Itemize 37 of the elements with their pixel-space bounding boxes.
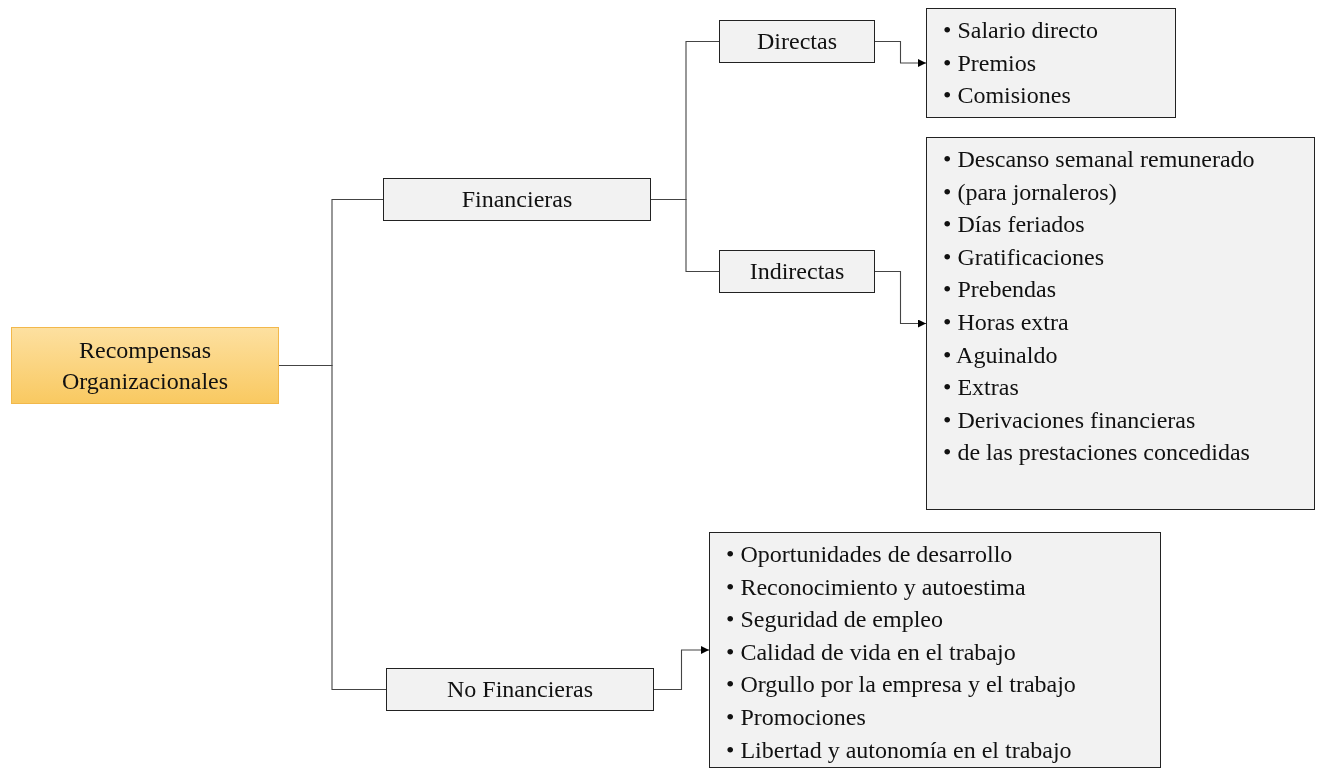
- arrow: [653, 646, 710, 691]
- list-item: • Aguinaldo: [943, 340, 1059, 370]
- box-label: Financieras: [461, 185, 573, 214]
- list-box: [926, 8, 1176, 118]
- list-item: • Oportunidades de desarrollo: [726, 540, 1014, 569]
- box-label: Indirectas: [749, 257, 845, 286]
- list-item: • Extras: [943, 373, 1020, 403]
- list-box: [709, 532, 1161, 768]
- arrow: [874, 270, 927, 328]
- list-item: • (para jornaleros): [943, 177, 1118, 207]
- list-item: • Seguridad de empleo: [726, 605, 944, 635]
- list-item: • Premios: [943, 48, 1038, 78]
- box-label: No Financieras: [447, 675, 593, 704]
- list-box: [926, 137, 1315, 510]
- list-item: • Días feriados: [943, 210, 1086, 240]
- list-item: • Orgullo por la empresa y el trabajo: [726, 670, 1077, 700]
- list-item: • de las prestaciones concedidas: [943, 438, 1251, 468]
- category-box: [383, 178, 651, 221]
- connector-line: [650, 198, 720, 273]
- box-label: Directas: [757, 27, 837, 56]
- list-item: • Libertad y autonomía en el trabajo: [726, 735, 1073, 765]
- list-item: • Promociones: [726, 702, 867, 732]
- category-box: [719, 250, 875, 293]
- category-box: [719, 20, 875, 63]
- list-item: • Reconocimiento y autoestima: [726, 572, 1027, 602]
- list-item: • Comisiones: [943, 81, 1072, 111]
- category-box: [386, 668, 654, 711]
- root-box: [11, 327, 279, 404]
- list-item: • Gratificaciones: [943, 242, 1105, 272]
- arrow: [874, 40, 927, 67]
- list-item: • Salario directo: [943, 16, 1099, 45]
- list-item: • Prebendas: [943, 275, 1058, 305]
- list-item: • Horas extra: [943, 307, 1070, 337]
- list-item: • Calidad de vida en el trabajo: [726, 637, 1017, 667]
- list-item: • Descanso semanal remunerado: [943, 145, 1256, 174]
- list-item: • Derivaciones financieras: [943, 405, 1197, 435]
- box-label: Recompensas Organizacionales: [60, 335, 230, 396]
